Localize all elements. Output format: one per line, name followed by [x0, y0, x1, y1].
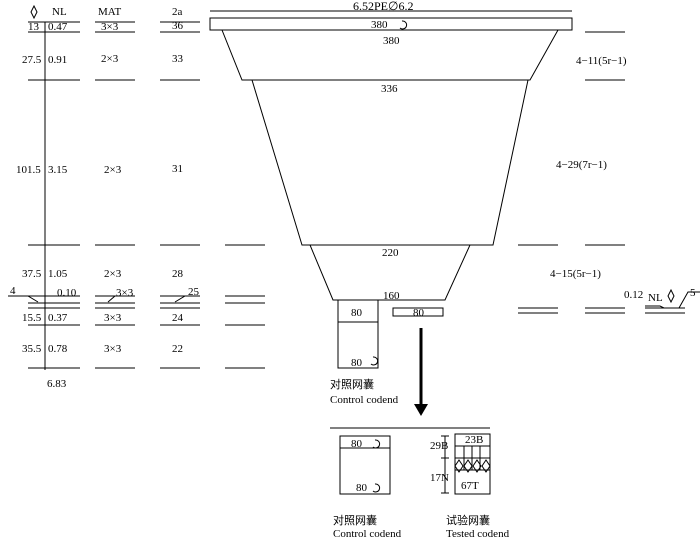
len-4: 4 — [10, 285, 16, 297]
len-5: 15.5 — [22, 312, 42, 324]
mat-5: 3×3 — [104, 312, 122, 324]
a2-3: 28 — [172, 268, 184, 280]
len-2: 101.5 — [16, 164, 41, 176]
control-label-en: Control codend — [330, 394, 399, 406]
tested-17n: 17N — [430, 472, 449, 484]
taper-2: 4−29(7r−1) — [556, 159, 607, 171]
side-nl-label: NL — [648, 292, 663, 304]
nl-0: 0.47 — [48, 21, 68, 33]
bottom-control-cn: 对照网囊 — [333, 513, 377, 527]
mat-4: 3×3 — [116, 287, 134, 299]
tested-23b: 23B — [465, 434, 483, 446]
mat-2: 2×3 — [104, 164, 122, 176]
width-336: 336 — [381, 83, 398, 95]
bottom-tested-en: Tested codend — [446, 528, 510, 538]
len-0: 13 — [28, 21, 40, 33]
ctrl-top-80: 80 — [351, 438, 363, 450]
diamond-icon — [667, 288, 675, 304]
len-3: 37.5 — [22, 268, 42, 280]
mat-6: 3×3 — [104, 343, 122, 355]
tested-67t: 67T — [461, 480, 479, 492]
header-2a: 2a — [172, 6, 183, 18]
mat-0: 3×3 — [101, 21, 119, 33]
ctrl-bottom-80: 80 — [356, 482, 368, 494]
nl-1: 0.91 — [48, 54, 67, 66]
mat-3: 2×3 — [104, 268, 122, 280]
mat-1: 2×3 — [101, 53, 119, 65]
mesh-top-label: 380 — [371, 19, 388, 31]
side-5: 5 — [690, 287, 696, 299]
tested-29b: 29B — [430, 440, 448, 452]
codend-80-c: 80 — [351, 357, 363, 369]
nl-4: 0.10 — [57, 287, 77, 299]
taper-3: 4−15(5r−1) — [550, 268, 601, 280]
headrope-label: 6.52PE∅6.2 — [353, 0, 413, 13]
bottom-control-en: Control codend — [333, 528, 402, 538]
roll-icon — [370, 356, 379, 366]
len-6: 35.5 — [22, 343, 42, 355]
a2-2: 31 — [172, 163, 183, 175]
bottom-tested-cn: 试验网囊 — [446, 513, 490, 527]
a2-6: 22 — [172, 343, 183, 355]
side-nl-value: 0.12 — [624, 289, 643, 301]
a2-1: 33 — [172, 53, 184, 65]
nl-5: 0.37 — [48, 312, 68, 324]
arrowhead-icon — [414, 404, 428, 416]
roll-icon — [372, 483, 381, 493]
width-220: 220 — [382, 247, 399, 259]
nl-3: 1.05 — [48, 268, 68, 280]
header-mat: MAT — [98, 6, 122, 18]
a2-0: 36 — [172, 20, 184, 32]
nl-6: 0.78 — [48, 343, 68, 355]
roll-icon — [399, 20, 408, 30]
width-380: 380 — [383, 35, 400, 47]
diamond-icon — [30, 4, 38, 20]
a2-5: 24 — [172, 312, 184, 324]
header-nl: NL — [52, 6, 67, 18]
control-label-cn: 对照网囊 — [330, 377, 374, 391]
len-1: 27.5 — [22, 54, 42, 66]
total-nl: 6.83 — [47, 378, 67, 390]
taper-1: 4−11(5r−1) — [576, 55, 627, 67]
codend-80-b: 80 — [413, 307, 425, 319]
roll-icon — [372, 439, 381, 449]
codend-80-a: 80 — [351, 307, 363, 319]
a2-4: 25 — [188, 286, 200, 298]
width-160: 160 — [383, 290, 400, 302]
nl-2: 3.15 — [48, 164, 68, 176]
